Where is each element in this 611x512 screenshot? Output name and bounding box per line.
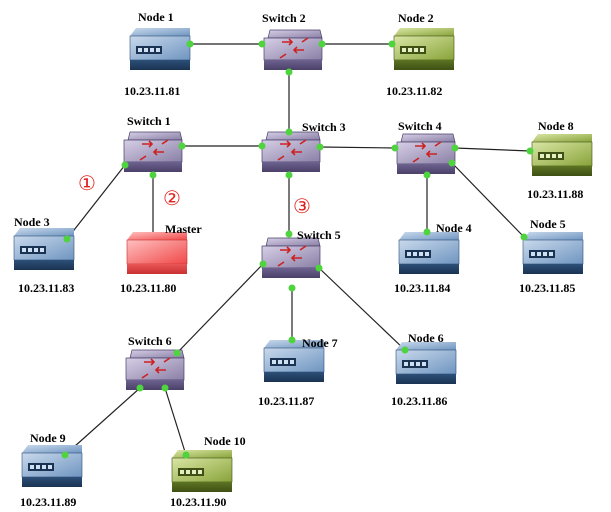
master-server[interactable] (126, 232, 188, 274)
node-3-label: Node 3 (14, 215, 50, 229)
node-3-server[interactable] (13, 228, 75, 270)
node-2-server[interactable] (393, 28, 455, 70)
switch-5[interactable] (261, 237, 321, 278)
node-3-ip: 10.23.11.83 (18, 281, 74, 295)
node-8-server[interactable] (531, 134, 593, 176)
node-1-server[interactable] (129, 28, 191, 70)
link-switch1-node3 (66, 164, 126, 240)
port-dots (61, 40, 534, 459)
node-10-server[interactable] (171, 450, 233, 492)
node-8-ip: 10.23.11.88 (527, 187, 583, 201)
switch-1[interactable] (123, 131, 183, 172)
link-switch3-switch4 (319, 146, 396, 149)
node-1-label: Node 1 (138, 10, 174, 24)
node-4-server[interactable] (398, 232, 460, 274)
node-8-label: Node 8 (538, 119, 574, 133)
link-switch6-node10 (164, 387, 187, 456)
node-10-ip: 10.23.11.90 (170, 495, 226, 509)
node-5-server[interactable] (522, 232, 584, 274)
node-6-label: Node 6 (408, 331, 444, 345)
switch-3-label: Switch 3 (302, 120, 346, 134)
switch-2[interactable] (263, 29, 323, 70)
switch-6[interactable] (125, 349, 185, 390)
node-9-server[interactable] (21, 445, 83, 487)
node-9-ip: 10.23.11.89 (20, 495, 76, 509)
node-4-ip: 10.23.11.84 (394, 281, 450, 295)
switch-2-label: Switch 2 (262, 11, 306, 25)
node-10-label: Node 10 (204, 434, 246, 448)
node-7-server[interactable] (263, 340, 325, 382)
node-7-label: Node 7 (302, 336, 338, 350)
node-5-ip: 10.23.11.85 (519, 281, 575, 295)
switch-4[interactable] (396, 133, 456, 174)
marker-2: ② (163, 188, 181, 210)
node-2-label: Node 2 (398, 11, 434, 25)
marker-1: ① (78, 173, 96, 195)
link-switch5-node6 (318, 267, 406, 351)
node-9-label: Node 9 (30, 431, 66, 445)
node-6-server[interactable] (395, 342, 457, 384)
node-1-ip: 10.23.11.81 (124, 84, 180, 98)
link-switch4-node5 (451, 162, 525, 238)
master-label: Master (165, 222, 202, 236)
link-switch6-node9 (64, 387, 141, 456)
link-switch4-node8 (454, 147, 531, 152)
switch-6-label: Switch 6 (128, 334, 172, 348)
node-6-ip: 10.23.11.86 (391, 394, 447, 408)
switch-3[interactable] (261, 131, 321, 172)
switch-5-label: Switch 5 (297, 228, 341, 242)
switch-4-label: Switch 4 (398, 119, 442, 133)
node-5-label: Node 5 (530, 217, 566, 231)
links (64, 43, 531, 456)
master-ip: 10.23.11.80 (120, 281, 176, 295)
switch-1-label: Switch 1 (127, 114, 171, 128)
node-2-ip: 10.23.11.82 (386, 84, 442, 98)
marker-3: ③ (293, 196, 311, 218)
node-4-label: Node 4 (436, 221, 472, 235)
node-7-ip: 10.23.11.87 (258, 394, 314, 408)
link-switch5-switch6 (176, 263, 264, 354)
